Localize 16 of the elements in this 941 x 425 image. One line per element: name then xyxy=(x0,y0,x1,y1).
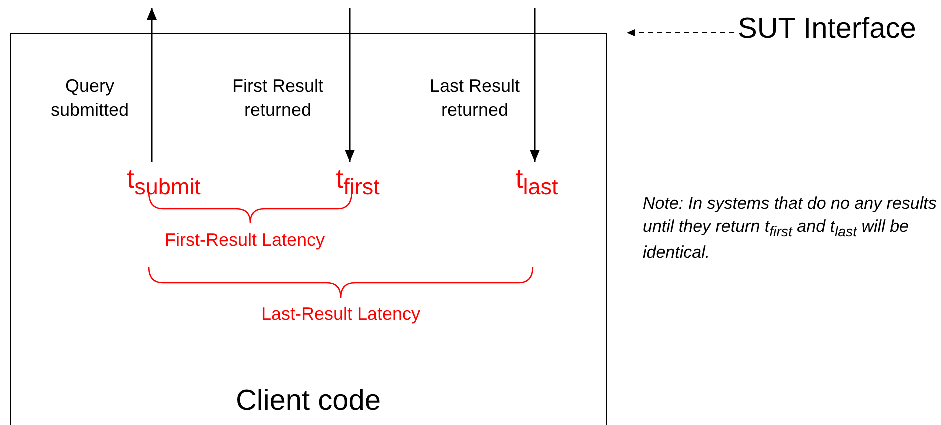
note-text: Note: In systems that do no any results until they return t$_{first}$ and t$_{last}$ will be identical. xyxy=(643,193,938,264)
arrow xyxy=(530,8,540,162)
arrow xyxy=(345,8,355,162)
interface-label: SUT Interface xyxy=(738,12,938,46)
timestamp-label: t$_{last}$ xyxy=(507,162,567,196)
timestamp-label: t$_{submit}$ xyxy=(119,162,209,196)
arrow xyxy=(147,8,157,162)
event-label: First Result returned xyxy=(231,75,324,122)
dashed-arrow xyxy=(626,30,734,36)
latency-label: Last-Result Latency xyxy=(260,303,422,326)
latency-label: First-Result Latency xyxy=(164,229,326,252)
event-label: Last Result returned xyxy=(428,75,522,122)
event-label: Query submitted xyxy=(50,75,130,122)
client-box xyxy=(10,33,607,425)
timestamp-label: t$_{first}$ xyxy=(323,162,393,196)
box-title: Client code xyxy=(234,384,382,418)
